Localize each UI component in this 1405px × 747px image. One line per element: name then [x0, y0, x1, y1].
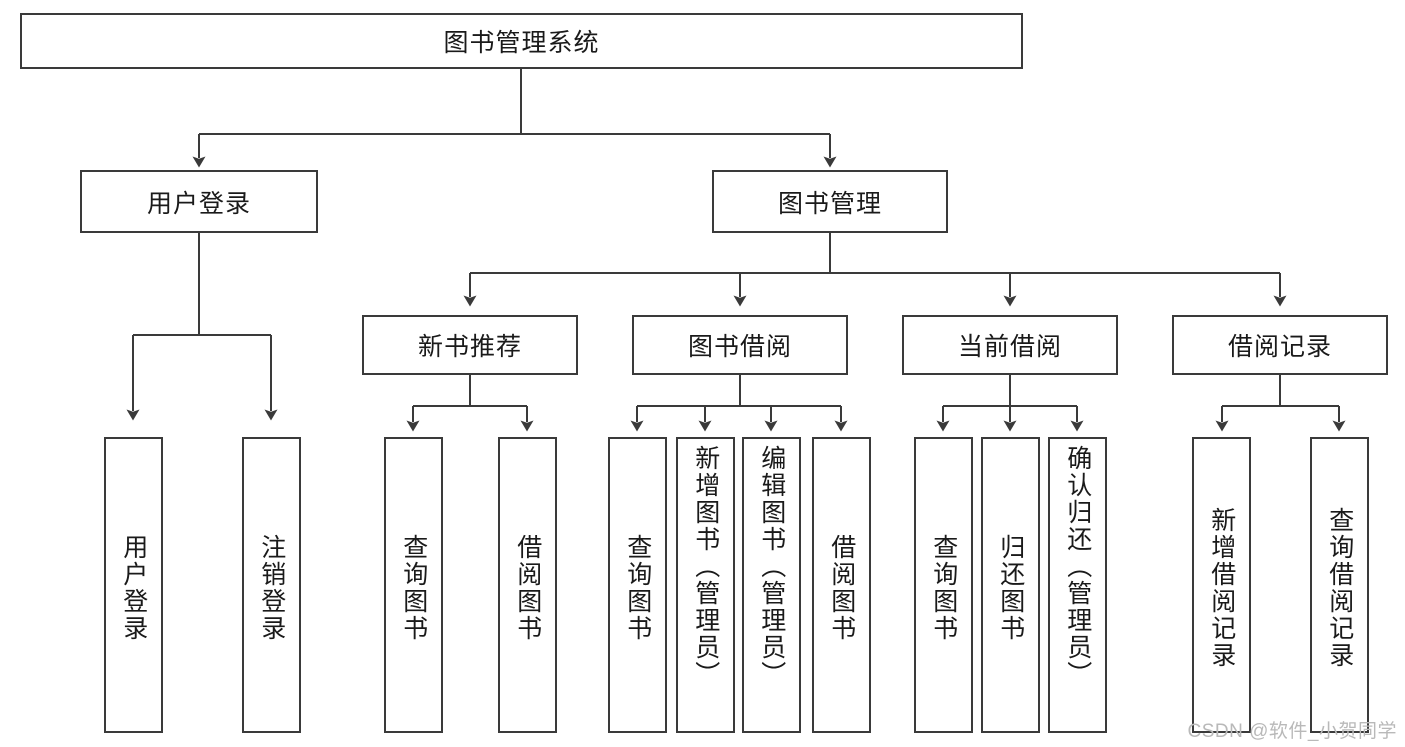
node-root-system[interactable]: 图书管理系统	[20, 13, 1023, 69]
node-label: 查询图书	[399, 534, 428, 642]
leaf-logout[interactable]: 注销登录	[242, 437, 301, 733]
node-current-borrow[interactable]: 当前借阅	[902, 315, 1118, 375]
node-label: 新书推荐	[417, 333, 522, 361]
leaf-edit-book-admin[interactable]: 编辑图书（管理员）	[742, 437, 801, 733]
node-label: 借阅记录	[1227, 333, 1332, 361]
node-label: 新增图书（管理员）	[691, 445, 720, 688]
leaf-query-book-borrow[interactable]: 查询图书	[608, 437, 667, 733]
node-label: 确认归还（管理员）	[1063, 445, 1092, 688]
node-new-book-recommend[interactable]: 新书推荐	[362, 315, 578, 375]
leaf-query-borrow-record[interactable]: 查询借阅记录	[1310, 437, 1369, 733]
node-label: 查询图书	[929, 534, 958, 642]
node-borrow-records[interactable]: 借阅记录	[1172, 315, 1388, 375]
node-label: 新增借阅记录	[1207, 507, 1236, 669]
watermark-text: CSDN @软件_小贺同学	[1187, 721, 1397, 742]
leaf-query-book-current[interactable]: 查询图书	[914, 437, 973, 733]
leaf-user-login[interactable]: 用户登录	[104, 437, 163, 733]
node-label: 图书借阅	[687, 333, 792, 361]
leaf-return-book[interactable]: 归还图书	[981, 437, 1040, 733]
node-label: 编辑图书（管理员）	[757, 445, 786, 688]
node-label: 借阅图书	[827, 534, 856, 642]
node-book-borrow[interactable]: 图书借阅	[632, 315, 848, 375]
node-label: 查询借阅记录	[1325, 507, 1354, 669]
node-label: 注销登录	[257, 534, 286, 642]
node-label: 图书管理系统	[443, 29, 600, 57]
leaf-query-book-recommend[interactable]: 查询图书	[384, 437, 443, 733]
node-label: 当前借阅	[957, 333, 1062, 361]
leaf-add-book-admin[interactable]: 新增图书（管理员）	[676, 437, 735, 733]
leaf-borrow-book[interactable]: 借阅图书	[812, 437, 871, 733]
node-label: 用户登录	[119, 534, 148, 642]
leaf-confirm-return-admin[interactable]: 确认归还（管理员）	[1048, 437, 1107, 733]
leaf-borrow-book-recommend[interactable]: 借阅图书	[498, 437, 557, 733]
node-label: 用户登录	[146, 189, 251, 218]
node-label: 借阅图书	[513, 534, 542, 642]
node-label: 查询图书	[623, 534, 652, 642]
node-user-login[interactable]: 用户登录	[80, 170, 318, 233]
leaf-add-borrow-record[interactable]: 新增借阅记录	[1192, 437, 1251, 733]
node-label: 图书管理	[777, 189, 882, 218]
node-label: 归还图书	[996, 534, 1025, 642]
node-book-management[interactable]: 图书管理	[712, 170, 948, 233]
